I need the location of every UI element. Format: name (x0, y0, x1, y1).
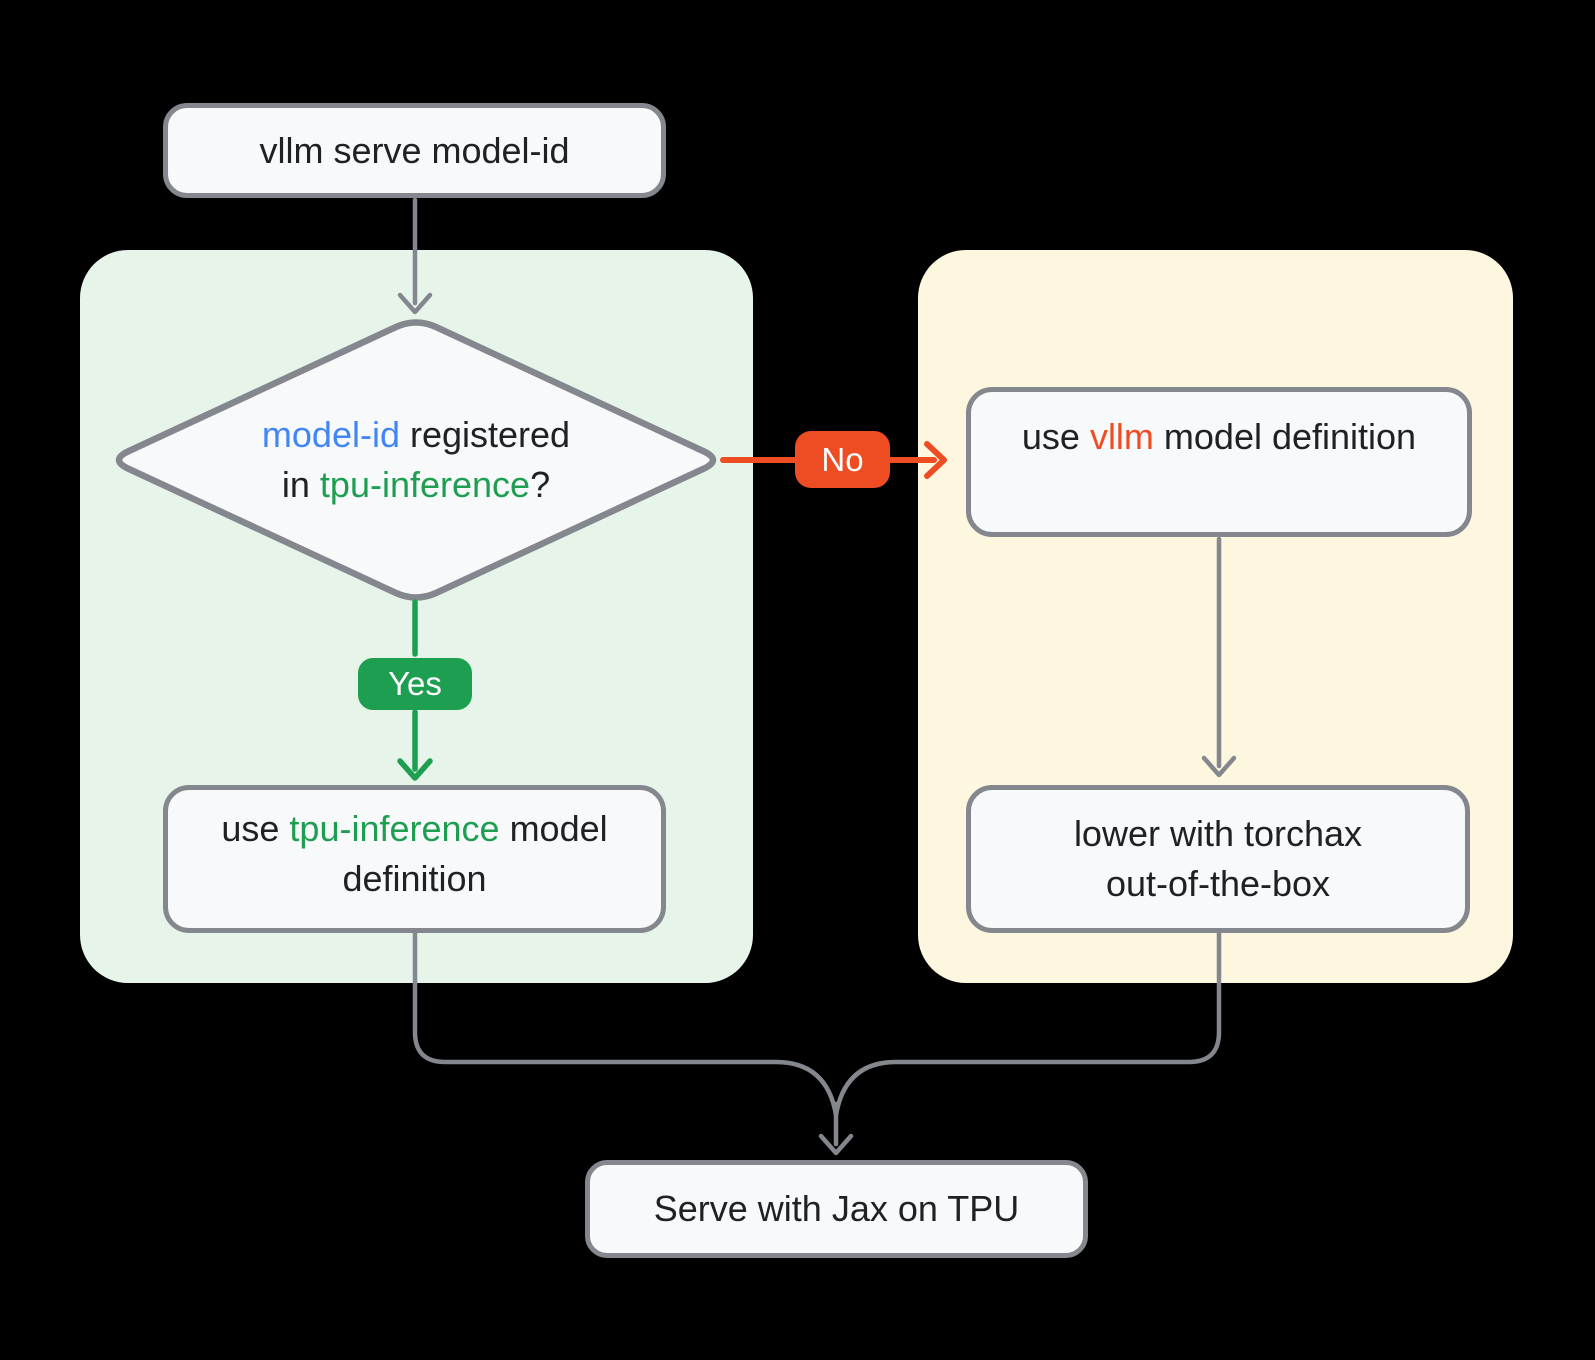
no-badge: No (795, 431, 890, 488)
arrowhead-start-to-decision (397, 292, 433, 315)
vllm-text: vllm (1089, 416, 1154, 457)
arrowhead-no (924, 441, 947, 479)
use-tpu-inference-model-node: use tpu-inference model definition (163, 785, 666, 933)
decision-tpu-inference-text: tpu-inference (319, 464, 531, 505)
merge-edge-right (833, 928, 1222, 1118)
lower-with-torchax-node: lower with torchax out-of-the-box (966, 785, 1470, 933)
decision-registered-text: registered (399, 414, 571, 455)
start-node-label: vllm serve model-id (259, 129, 570, 171)
decision-question-mark: ? (530, 464, 551, 505)
decision-model-id-text: model-id (261, 414, 400, 455)
decision-node-label: model-id registered in tpu-inference? (156, 378, 676, 542)
tpu-inference-text: tpu-inference (289, 808, 500, 849)
use-vllm-model-label: use vllm model definition (1022, 412, 1416, 462)
arrowhead-yes (397, 758, 433, 781)
use-text-2: use (221, 808, 290, 849)
torchax-label-line-2: out-of-the-box (1105, 863, 1331, 904)
yes-badge: Yes (358, 658, 472, 710)
use-text: use (1021, 416, 1090, 457)
model-definition-text: model definition (1153, 416, 1417, 457)
start-node: vllm serve model-id (163, 103, 666, 198)
decision-diamond-shape (115, 319, 717, 601)
decision-in-text: in (281, 464, 320, 505)
serve-node-label: Serve with Jax on TPU (653, 1188, 1020, 1229)
model-text: model (499, 808, 608, 849)
no-badge-label: No (821, 440, 864, 478)
arrowhead-merge-to-serve (818, 1133, 854, 1156)
use-tpu-label-line-2: definition (342, 854, 486, 904)
definition-text: definition (342, 858, 487, 899)
use-tpu-label-line-1: use tpu-inference model (221, 804, 607, 854)
decision-label-line-1: model-id registered (262, 410, 570, 460)
serve-node: Serve with Jax on TPU (585, 1160, 1088, 1258)
yes-badge-label: Yes (388, 665, 442, 702)
torchax-label-line-1: lower with torchax (1073, 813, 1363, 854)
decision-label-line-2: in tpu-inference? (282, 460, 550, 510)
merge-edge-left (412, 928, 839, 1118)
use-vllm-model-node: use vllm model definition (966, 387, 1472, 537)
arrowhead-vllm-to-torchax (1201, 755, 1237, 778)
